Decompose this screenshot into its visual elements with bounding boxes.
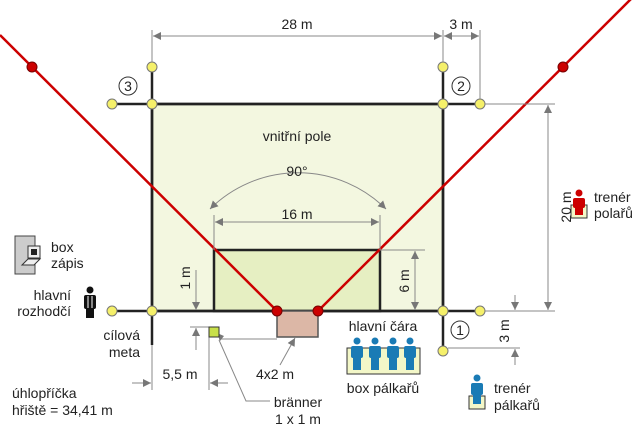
goal-label: cílová xyxy=(103,327,140,343)
svg-text:1: 1 xyxy=(456,322,464,338)
width-extra-label: 3 m xyxy=(449,16,472,32)
angle-label: 90° xyxy=(286,163,307,179)
offset-1m-label: 1 m xyxy=(177,266,193,289)
box-size-label: 4x2 m xyxy=(256,366,294,382)
batting-box xyxy=(276,310,319,338)
referee-label-2: rozhodčí xyxy=(17,303,71,319)
inner-width-label: 16 m xyxy=(281,206,312,222)
bränner-square xyxy=(208,326,220,338)
diagonal-value: hřiště = 34,41 m xyxy=(12,402,113,418)
length-label: 20 m xyxy=(558,191,574,222)
coach-batters-label: trenér xyxy=(494,380,531,396)
bränner-distance-label: 5,5 m xyxy=(162,366,197,382)
goal-label-2: meta xyxy=(109,344,140,360)
coach-batters-label-2: pálkařů xyxy=(494,397,540,413)
coach-fielders-label-2: polařů xyxy=(594,205,633,221)
diagonal-label: úhlopříčka xyxy=(12,385,77,401)
svg-text:3: 3 xyxy=(124,78,132,94)
inner-zone xyxy=(212,248,382,313)
offset-3m-label: 3 m xyxy=(496,319,512,342)
inner-field-label: vnitřní pole xyxy=(263,128,332,144)
main-line-label: hlavní čára xyxy=(349,318,418,334)
diagonal-lines xyxy=(0,0,632,312)
base-1: 1 xyxy=(450,320,470,340)
coach-fielders-icon xyxy=(570,189,588,219)
batters-box-label: box pálkařů xyxy=(347,380,419,396)
box-zapis-label-2: zápis xyxy=(51,255,84,271)
bränner-size-label: 1 x 1 m xyxy=(275,411,321,427)
batters-box-icon xyxy=(346,337,421,375)
svg-text:2: 2 xyxy=(457,78,465,94)
width-total-label: 28 m xyxy=(281,16,312,32)
box-zapis-label: box xyxy=(51,239,74,255)
referee-icon xyxy=(84,286,96,318)
referee-label: hlavní xyxy=(34,287,71,303)
base-2: 2 xyxy=(451,76,471,96)
red-markers xyxy=(26,61,569,317)
bränner-label: bränner xyxy=(274,394,323,410)
inner-depth-label: 6 m xyxy=(396,269,412,292)
scorer-box-icon xyxy=(14,235,42,275)
base-markers xyxy=(106,61,486,357)
dimension-lines xyxy=(132,30,555,402)
base-3: 3 xyxy=(118,76,138,96)
coach-batters-icon xyxy=(468,374,486,410)
coach-fielders-label: trenér xyxy=(594,189,631,205)
